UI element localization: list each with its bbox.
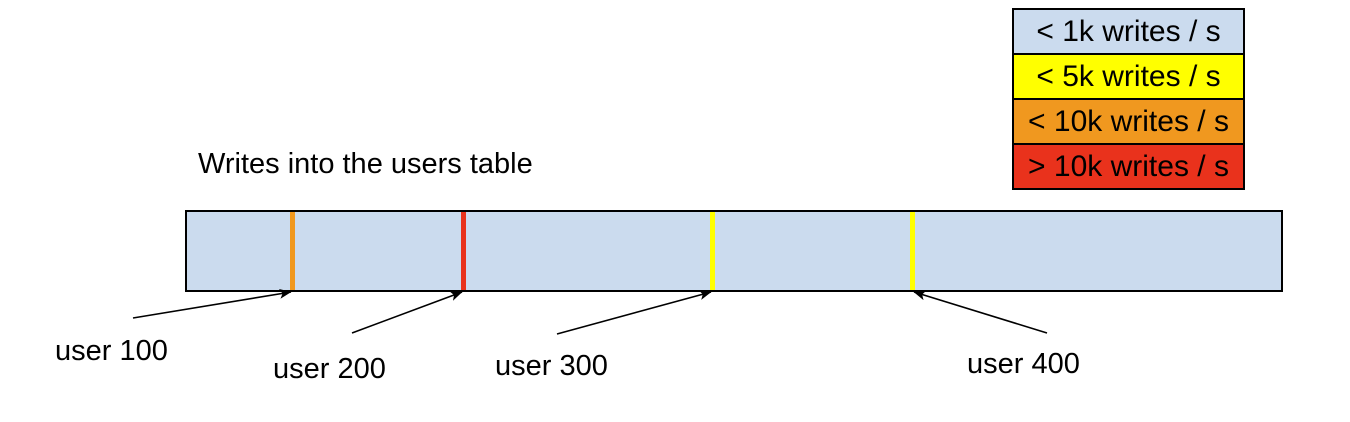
- arrow-user-200: [351, 291, 463, 334]
- diagram-title: Writes into the users table: [198, 148, 533, 180]
- user-label-1: user 100: [55, 335, 168, 367]
- arrow-user-100: [132, 288, 292, 319]
- users-table-bar: [185, 210, 1283, 292]
- hotspot-stripe-user-300: [710, 212, 715, 290]
- legend-item-4: > 10k writes / s: [1012, 143, 1245, 190]
- arrow-user-300: [556, 290, 712, 335]
- legend-item-label: < 1k writes / s: [1036, 14, 1221, 48]
- hotspot-stripe-user-100: [290, 212, 295, 290]
- legend-item-label: < 10k writes / s: [1028, 104, 1229, 138]
- legend-item-label: < 5k writes / s: [1036, 59, 1221, 93]
- legend-item-3: < 10k writes / s: [1012, 98, 1245, 145]
- hotspot-stripe-user-400: [910, 212, 915, 290]
- legend-item-1: < 1k writes / s: [1012, 8, 1245, 55]
- legend-item-2: < 5k writes / s: [1012, 53, 1245, 100]
- user-label-4: user 400: [967, 348, 1080, 380]
- hotspot-stripe-user-200: [461, 212, 466, 290]
- user-label-2: user 200: [273, 353, 386, 385]
- legend-item-label: > 10k writes / s: [1028, 149, 1229, 183]
- legend: < 1k writes / s < 5k writes / s < 10k writ…: [1012, 8, 1245, 190]
- user-label-3: user 300: [495, 350, 608, 382]
- arrow-user-400: [913, 290, 1048, 334]
